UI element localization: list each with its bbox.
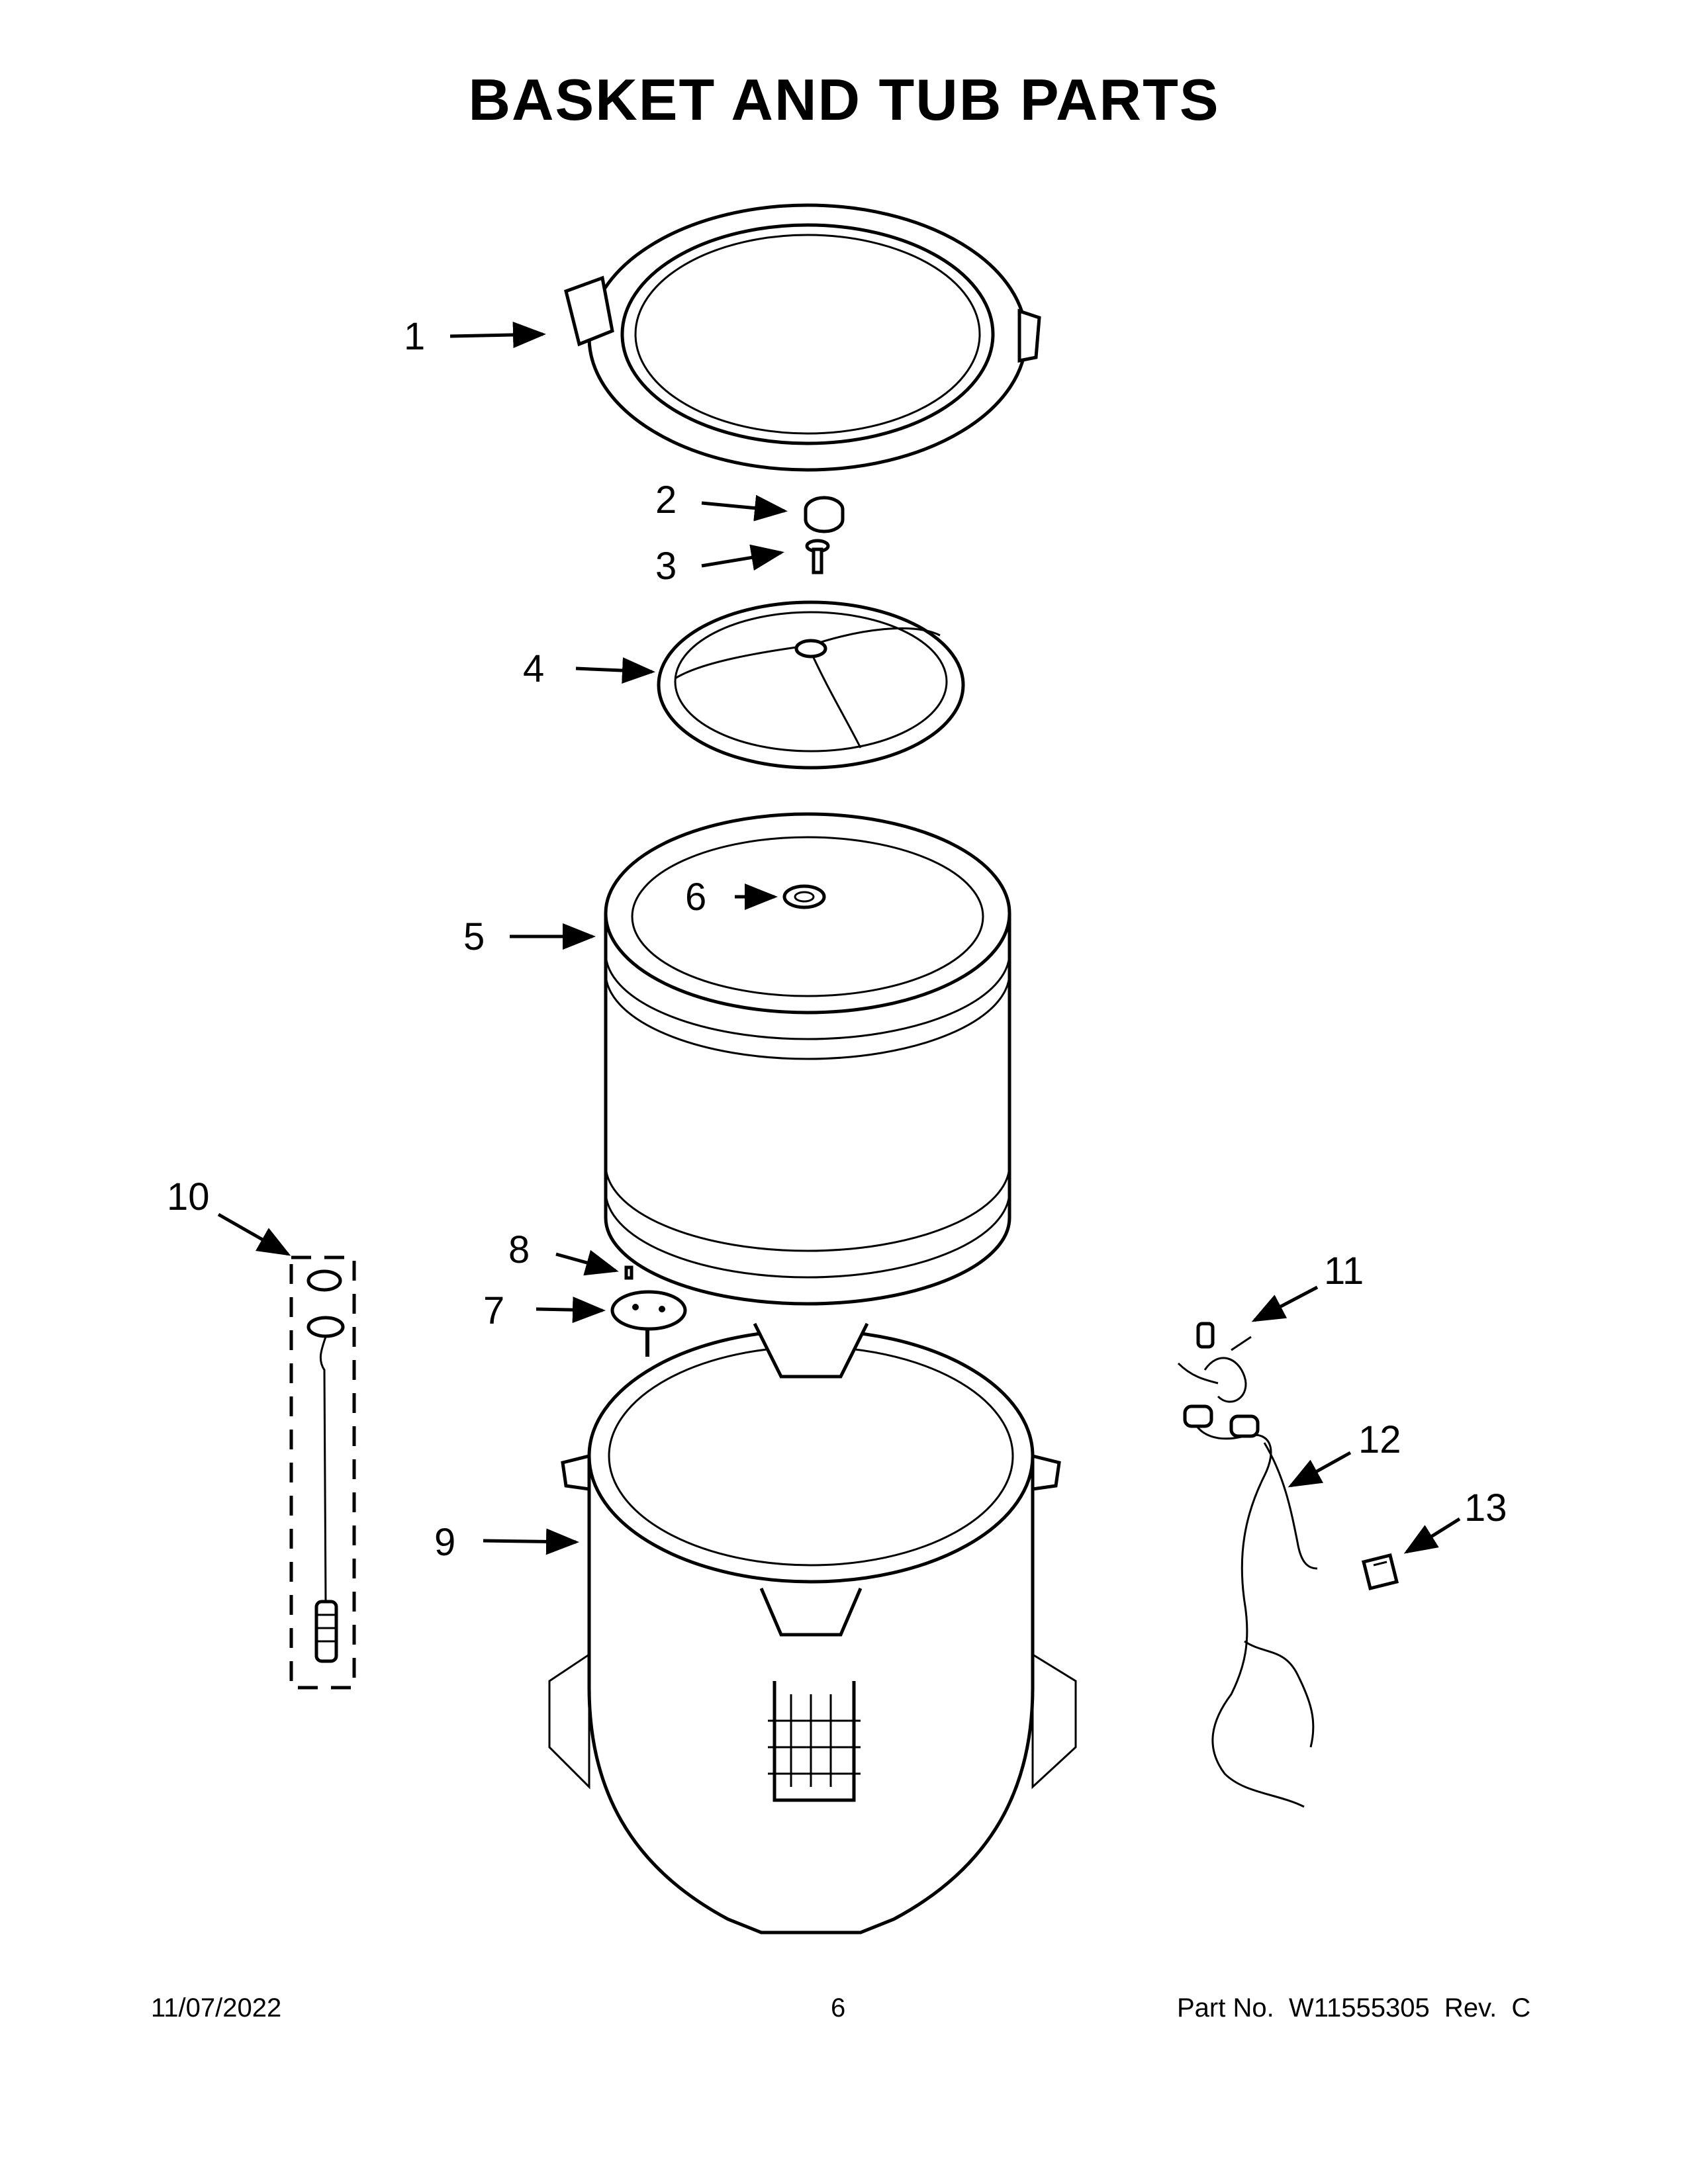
page-title: BASKET AND TUB PARTS — [468, 67, 1220, 132]
callout-3: 3 — [655, 545, 677, 588]
callout-13: 13 — [1464, 1486, 1507, 1529]
callout-labels: 1 2 3 4 5 6 7 8 9 10 11 12 13 — [167, 315, 1507, 1564]
screw-part — [624, 1265, 633, 1280]
basket-part — [604, 812, 1011, 1306]
plate-part — [610, 1290, 687, 1331]
footer-part-number: Part No. W11555305 Rev. C — [1177, 1993, 1531, 2023]
callout-4: 4 — [523, 647, 544, 690]
bolt-part — [805, 539, 830, 574]
footer-date: 11/07/2022 — [151, 1993, 282, 2023]
footer-page-number: 6 — [831, 1993, 846, 2023]
callout-11: 11 — [1324, 1250, 1364, 1293]
wire-harness-part — [1183, 1404, 1318, 1808]
impeller-part — [657, 600, 965, 770]
callout-1: 1 — [404, 315, 425, 358]
hub-part — [782, 884, 826, 909]
agitator-cap-part — [804, 496, 845, 533]
callout-7: 7 — [483, 1289, 504, 1332]
outer-tub-part — [548, 1322, 1077, 1934]
sensor-part — [1177, 1322, 1252, 1403]
callout-9: 9 — [434, 1521, 455, 1564]
callout-5: 5 — [463, 915, 485, 958]
callout-10: 10 — [167, 1175, 210, 1218]
callout-6: 6 — [685, 876, 706, 919]
callout-2: 2 — [655, 478, 677, 522]
callout-12: 12 — [1358, 1418, 1401, 1461]
callout-arrows — [217, 321, 1461, 1555]
callout-8: 8 — [508, 1228, 530, 1271]
clip-part — [1361, 1553, 1399, 1591]
pressure-sensor-assembly-part — [289, 1255, 356, 1690]
tub-ring-part — [564, 203, 1041, 472]
